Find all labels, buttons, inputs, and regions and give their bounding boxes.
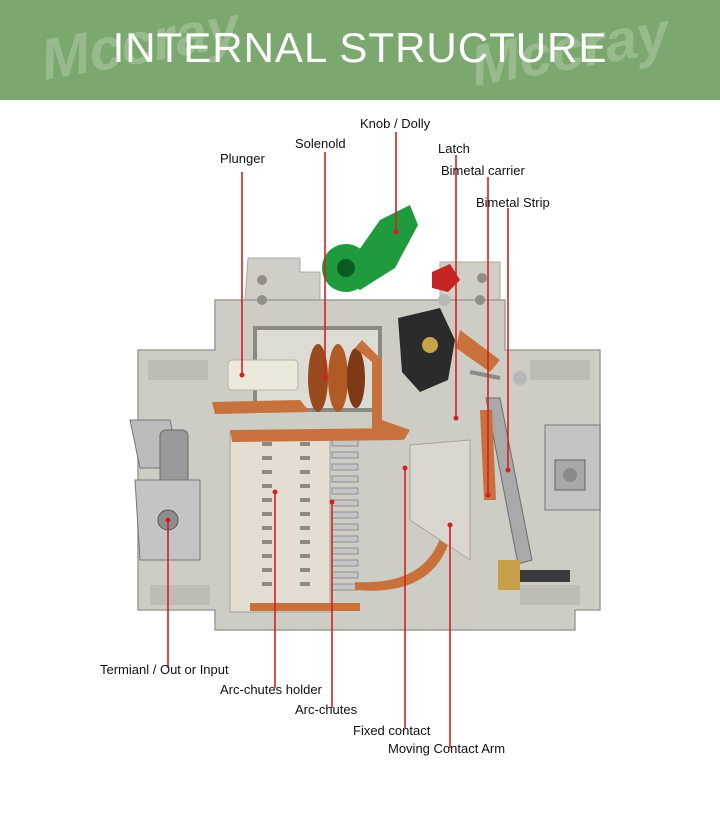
- label-plunger: Plunger: [220, 151, 265, 166]
- label-bimetal-strip: Bimetal Strip: [476, 195, 550, 210]
- arc-chute-slots: [262, 442, 310, 586]
- label-terminal: Termianl / Out or Input: [100, 662, 229, 677]
- fixed-contact-arc: [355, 470, 455, 591]
- spring-bottom: [498, 560, 520, 590]
- label-solenoid: Solenold: [295, 136, 346, 151]
- label-fixed-contact: Fixed contact: [353, 723, 431, 738]
- latch-mechanism: [398, 294, 455, 392]
- latch-cap: [432, 264, 460, 292]
- arc-runner-bottom: [250, 603, 360, 611]
- arc-chute-plates: [331, 439, 359, 591]
- copper-strip: [212, 400, 310, 414]
- braid: [456, 330, 500, 372]
- page-title: INTERNAL STRUCTURE: [112, 24, 608, 71]
- label-moving-contact-arm: Moving Contact Arm: [388, 741, 506, 756]
- solenoid-coil: [308, 344, 365, 412]
- bimetal-strip: [485, 397, 533, 565]
- knob-dolly: [322, 205, 418, 292]
- insulator: [409, 439, 471, 561]
- plunger: [227, 359, 299, 391]
- leader-dots: [165, 229, 511, 528]
- label-latch: Latch: [438, 141, 470, 156]
- label-arc-chutes: Arc-chutes: [295, 702, 358, 717]
- copper-link: [355, 340, 410, 440]
- bottom-screw: [520, 570, 570, 582]
- leader-lines: [167, 132, 509, 748]
- label-arc-chutes-holder: Arc-chutes holder: [220, 682, 322, 697]
- title-banner: Mccray Mccray INTERNAL STRUCTURE: [0, 0, 720, 100]
- right-terminal: [544, 424, 601, 511]
- spring-top: [469, 370, 501, 380]
- arc-runner: [230, 428, 402, 442]
- label-knob: Knob / Dolly: [360, 116, 431, 131]
- arc-chutes-holder: [229, 431, 331, 613]
- adjust-screw: [513, 371, 527, 385]
- label-bimetal-carrier: Bimetal carrier: [441, 163, 525, 178]
